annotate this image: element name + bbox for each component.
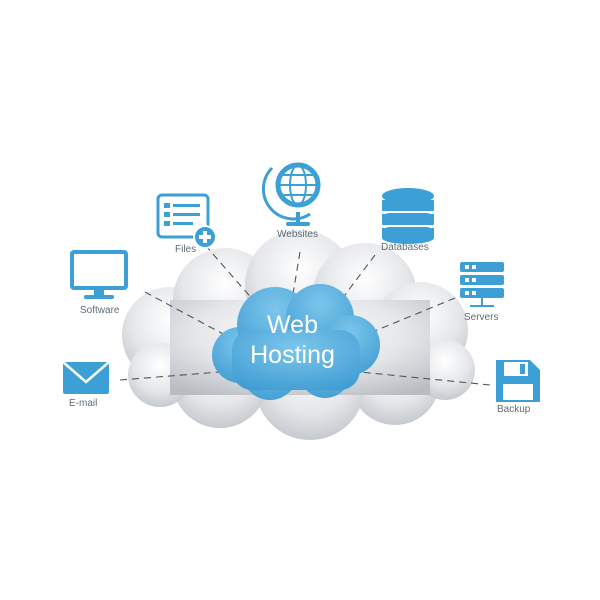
center-cloud <box>212 284 380 400</box>
label-email: E-mail <box>69 398 98 409</box>
file-add-icon <box>156 193 217 249</box>
connector-servers <box>364 297 456 336</box>
server-rack-icon <box>460 262 504 307</box>
center-title-line1: Web <box>267 311 318 339</box>
center-cloud-title: Web Hosting <box>210 310 375 370</box>
envelope-icon <box>62 361 110 394</box>
label-servers: Servers <box>464 312 499 323</box>
connector-backup <box>359 371 491 386</box>
database-icon <box>382 188 434 244</box>
connector-software <box>144 291 226 336</box>
floppy-disk-icon <box>496 360 540 402</box>
globe-icon <box>261 162 321 226</box>
label-files: Files <box>175 244 197 255</box>
label-software: Software <box>80 305 120 316</box>
center-title-line2: Hosting <box>250 341 335 369</box>
label-backup: Backup <box>497 404 531 415</box>
label-databases: Databases <box>381 242 429 253</box>
connector-email <box>119 371 221 381</box>
label-websites: Websites <box>277 229 318 240</box>
monitor-icon <box>70 250 128 299</box>
